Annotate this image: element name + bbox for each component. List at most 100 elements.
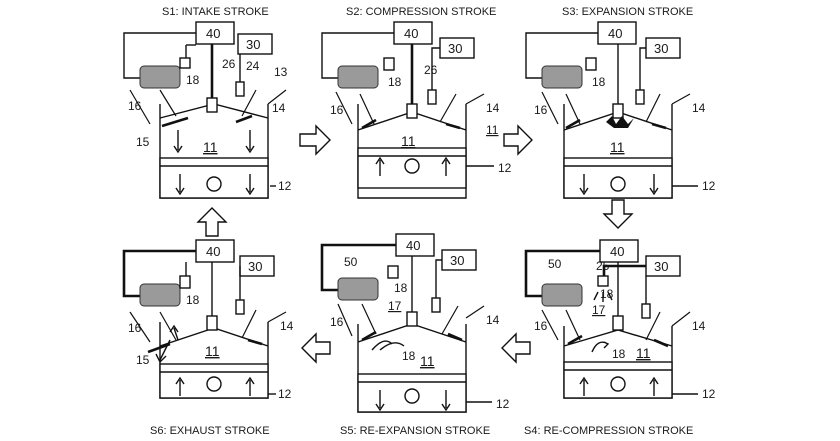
label-exhaust-valve: 14: [692, 101, 706, 115]
exhaust-valve: [653, 338, 669, 348]
aux-injector-signal: [602, 264, 646, 276]
label-control-unit: 40: [608, 26, 622, 41]
panel-s1: S1: INTAKE STROKE 40 30 26 24 13 18: [123, 6, 292, 199]
throttle-body: [337, 65, 379, 89]
label-sensor: 18: [394, 281, 408, 295]
control-signal-line: [122, 249, 196, 298]
label-injector: 26: [222, 57, 236, 71]
exhaust-valve: [247, 338, 263, 346]
intake-port: [337, 303, 377, 337]
intake-port: [541, 91, 581, 125]
label-exhaust-valve: 14: [272, 101, 286, 115]
label-ignition-unit: 30: [246, 37, 260, 52]
sensor: [179, 275, 191, 289]
label-sensor: 18: [388, 75, 402, 89]
flow-arrow-right: [503, 124, 533, 156]
label-intake-valve: 16: [534, 103, 548, 117]
label-port: 17: [592, 303, 606, 317]
throttle-body: [541, 283, 583, 307]
spark-plug: [235, 299, 245, 315]
flow-arrows: [155, 324, 179, 364]
exhaust-port: [241, 89, 287, 117]
label-control-unit: 40: [206, 244, 220, 259]
flow-arrow-left: [301, 332, 331, 364]
fuel-injector: [206, 315, 218, 331]
intake-port: [129, 311, 177, 343]
label-ignition-unit: 30: [450, 253, 464, 268]
fuel-injector: [406, 103, 418, 119]
label-control-unit: 40: [406, 238, 420, 253]
label-chamber: 11: [610, 139, 625, 155]
spark-plug: [431, 297, 441, 313]
control-wire: [321, 32, 394, 79]
control-wire: [123, 32, 196, 79]
panel-s6: 40 30 18 16 14 15 11 12 S6: EXHAUST STRO…: [122, 239, 294, 437]
combustion-flame: [606, 116, 634, 128]
piston-direction-arrows: [375, 156, 451, 176]
label-plug: 24: [246, 59, 260, 73]
panel-s4: 40 30 50 25 18 17 16 14 18 11 12 S4: RE-…: [524, 239, 716, 437]
label-exhaust-valve: 14: [692, 319, 706, 333]
fuel-injector: [206, 97, 218, 113]
label-head: 11: [486, 123, 499, 137]
label-intake-valve: 16: [330, 315, 344, 329]
label-intake-port: 15: [136, 135, 150, 149]
label-intake-valve: 16: [128, 321, 142, 335]
panel-s2: S2: COMPRESSION STROKE 40 30 26 18 16 14…: [321, 6, 512, 199]
label-intake-valve: 16: [534, 319, 548, 333]
label-flow: 18: [612, 347, 626, 361]
intake-valve: [565, 118, 581, 130]
label-ignition-unit: 30: [654, 259, 668, 274]
aux-injector: [597, 275, 609, 287]
label-exhaust-valve: 14: [280, 319, 294, 333]
exhaust-port: [439, 93, 485, 123]
label-piston: 12: [278, 387, 292, 401]
panel-title: S5: RE-EXPANSION STROKE: [340, 425, 490, 437]
panel-title: S4: RE-COMPRESSION STROKE: [524, 425, 693, 437]
exhaust-valve: [447, 332, 463, 342]
fuel-injector: [612, 103, 624, 119]
intake-valve: [147, 342, 171, 354]
control-signal-line: [320, 243, 396, 292]
label-flow: 18: [402, 349, 416, 363]
label-chamber: 11: [203, 139, 218, 155]
piston-pin: [610, 176, 626, 192]
label-piston: 12: [702, 179, 716, 193]
intake-port: [335, 91, 375, 125]
intake-valve: [161, 116, 189, 128]
spark-plug: [641, 303, 651, 319]
fuel-injector: [406, 311, 418, 327]
gas-flow-curves: [371, 340, 405, 351]
sensor: [387, 265, 399, 279]
piston-direction-arrows: [175, 174, 255, 196]
panel-title: S2: COMPRESSION STROKE: [346, 6, 496, 18]
piston-pin: [206, 176, 222, 192]
label-sensor: 18: [186, 73, 200, 87]
fuel-injector: [612, 315, 624, 331]
intake-valve: [361, 118, 377, 130]
label-ignition-unit: 30: [248, 259, 262, 274]
label-intake-valve: 16: [128, 99, 142, 113]
exhaust-valve: [651, 122, 667, 130]
label-chamber: 11: [205, 343, 220, 359]
label-control-unit: 40: [206, 26, 220, 41]
spark-plug: [235, 81, 245, 97]
label-piston: 12: [278, 179, 292, 193]
flow-arrow-left: [501, 332, 531, 364]
intake-port: [541, 309, 581, 341]
label-aux-injector: 25: [596, 259, 610, 273]
label-port: 17: [388, 299, 402, 313]
sensor: [179, 57, 191, 69]
exhaust-port: [241, 309, 287, 339]
throttle-body: [541, 65, 583, 89]
panel-s3: S3: EXPANSION STROKE 40 30 18 16 14 11 1…: [525, 6, 716, 199]
label-control-unit: 40: [610, 244, 624, 259]
panel-title: S3: EXPANSION STROKE: [562, 6, 693, 18]
label-intake-port: 15: [136, 353, 150, 367]
label-chamber: 11: [636, 345, 651, 361]
gas-flow-curves: [591, 341, 610, 353]
control-wire: [525, 32, 598, 79]
spark-plug: [635, 89, 645, 105]
label-sensor: 18: [186, 293, 200, 307]
